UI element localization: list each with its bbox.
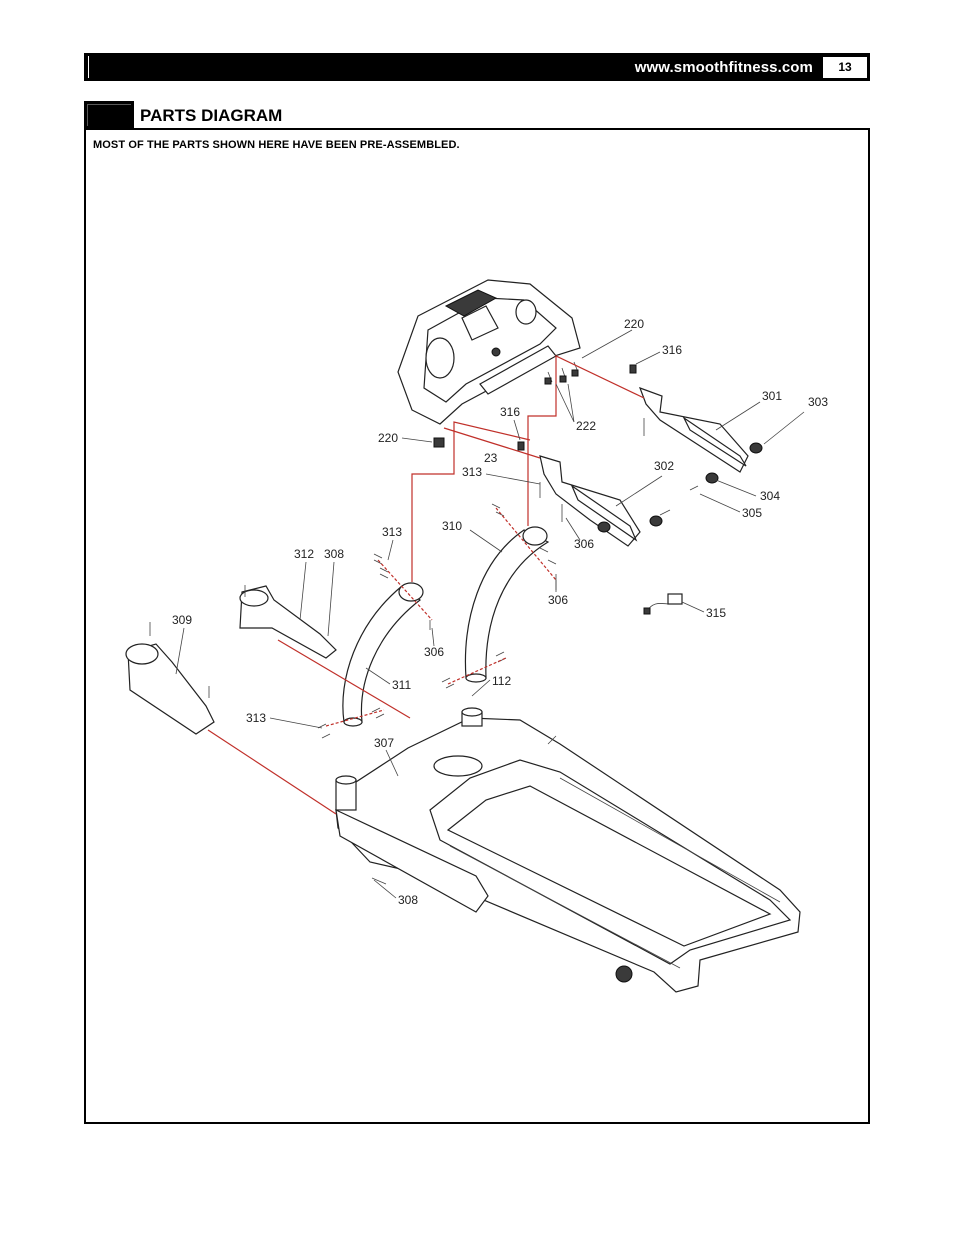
label-308-bottom: 308: [398, 893, 418, 907]
side-covers: [125, 585, 337, 735]
label-305: 305: [742, 506, 762, 520]
upright-tubes: [342, 526, 550, 727]
label-112: 112: [492, 674, 511, 688]
label-306-right: 306: [548, 593, 568, 607]
label-306-mid: 306: [574, 537, 594, 551]
treadmill-base: [335, 707, 801, 993]
label-316-top: 316: [662, 343, 682, 357]
website-link[interactable]: www.smoothfitness.com: [634, 59, 813, 76]
label-302: 302: [654, 459, 674, 473]
label-301: 301: [762, 389, 782, 403]
label-220-top: 220: [624, 317, 644, 331]
label-308-top: 308: [324, 547, 344, 561]
label-309: 309: [172, 613, 192, 627]
part-315-wire: [643, 593, 683, 615]
label-313-mid: 313: [462, 465, 482, 479]
label-303: 303: [808, 395, 828, 409]
handlebars: [539, 386, 763, 547]
label-23: 23: [484, 451, 498, 465]
label-304: 304: [760, 489, 780, 503]
label-222: 222: [576, 419, 596, 433]
label-312: 312: [294, 547, 314, 561]
label-306-left: 306: [424, 645, 444, 659]
part-labels: 220 316 301 303 222 220 316 23 313 302 3…: [172, 317, 828, 907]
section-title: PARTS DIAGRAM: [140, 106, 283, 125]
leader-lines: [175, 329, 805, 899]
header-bar: www.smoothfitness.com 13: [84, 53, 870, 81]
page-number: 13: [823, 57, 867, 78]
connector-parts: [433, 361, 637, 451]
alignment-lines: [207, 355, 645, 815]
label-316-mid: 316: [500, 405, 520, 419]
label-220-left: 220: [378, 431, 398, 445]
label-315: 315: [706, 606, 726, 620]
header-accent-line: [88, 56, 89, 78]
diagram-frame: [84, 128, 870, 1124]
label-307: 307: [374, 736, 394, 750]
label-313-lower: 313: [246, 711, 266, 725]
label-311: 311: [392, 678, 411, 692]
console-assembly: [397, 279, 581, 425]
label-310: 310: [442, 519, 462, 533]
section-marker: [84, 101, 134, 129]
label-313-upper: 313: [382, 525, 402, 539]
assembly-note: MOST OF THE PARTS SHOWN HERE HAVE BEEN P…: [93, 139, 460, 151]
